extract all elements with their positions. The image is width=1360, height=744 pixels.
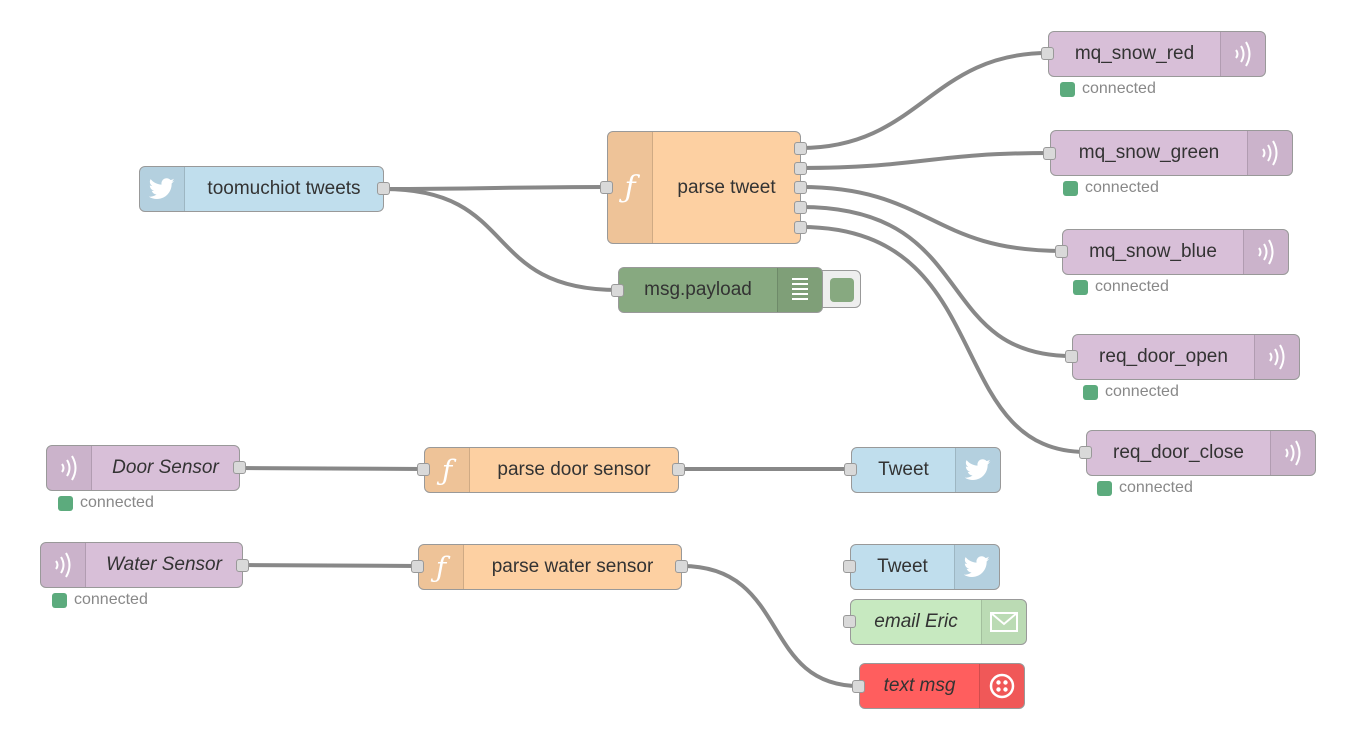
mqtt-wave-icon [1270,431,1315,475]
mqtt-wave-icon [47,446,92,490]
wire-parse-tweet-mq-snow-red[interactable] [799,51,1050,150]
status-dot-icon [1063,180,1078,196]
wire-toomuchiot-debug[interactable] [382,187,620,292]
output-port[interactable] [236,559,249,572]
node-label: mq_snow_green [1078,142,1220,163]
input-port[interactable] [843,560,856,573]
input-port[interactable] [1055,245,1068,258]
twitter-bird-icon [140,167,185,211]
wire-toomuchiot-parse-tweet[interactable] [382,185,608,191]
mqtt-wave-icon [41,543,86,587]
input-port[interactable] [1041,47,1054,60]
mqtt-wave-icon [1243,230,1288,274]
node-door-sensor[interactable]: Door Sensor [46,445,240,491]
envelope-icon [981,600,1026,644]
function-icon: ƒ [608,132,653,243]
function-icon: ƒ [419,545,464,589]
status-connected: connected [1060,80,1156,98]
wire-door-sensor-parse-door[interactable] [238,466,426,471]
node-email-eric[interactable]: email Eric [850,599,1027,645]
node-label: parse water sensor [491,556,654,577]
input-port[interactable] [843,615,856,628]
node-req-door-close[interactable]: req_door_close [1086,430,1316,476]
status-dot-icon [1060,81,1075,97]
mqtt-wave-icon [1254,335,1299,379]
node-req-door-open[interactable]: req_door_open [1072,334,1300,380]
mqtt-wave-icon [1247,131,1292,175]
status-dot-icon [52,592,67,608]
node-mq-snow-green[interactable]: mq_snow_green [1050,130,1293,176]
input-port[interactable] [852,680,865,693]
node-label: email Eric [874,611,958,632]
node-label: text msg [883,675,956,696]
node-label: mq_snow_blue [1089,241,1217,262]
function-icon: ƒ [425,448,470,492]
status-dot-icon [1097,480,1112,496]
input-port[interactable] [1065,350,1078,363]
output-port-5[interactable] [794,221,807,234]
node-label: msg.payload [644,279,752,300]
node-parse-door-sensor[interactable]: ƒ parse door sensor [424,447,679,493]
input-port[interactable] [411,560,424,573]
node-label: Water Sensor [106,554,222,575]
debug-list-icon [777,268,822,312]
node-label: mq_snow_red [1074,43,1195,64]
node-msg-payload[interactable]: msg.payload [618,267,823,313]
node-label: Tweet [878,459,929,480]
output-port-1[interactable] [794,142,807,155]
input-port[interactable] [600,181,613,194]
status-connected: connected [52,591,148,609]
output-port[interactable] [672,463,685,476]
wire-parse-water-text-msg[interactable] [680,564,861,688]
node-water-sensor[interactable]: Water Sensor [40,542,243,588]
node-label: toomuchiot tweets [207,178,361,199]
node-parse-water-sensor[interactable]: ƒ parse water sensor [418,544,682,590]
wire-parse-tweet-mq-snow-green[interactable] [799,151,1052,170]
input-port[interactable] [1043,147,1056,160]
output-port[interactable] [377,182,390,195]
output-port-3[interactable] [794,181,807,194]
wire-water-sensor-parse-water[interactable] [241,563,420,568]
node-label: req_door_close [1113,442,1244,463]
node-label: parse door sensor [497,459,651,480]
node-toomuchiot-tweets[interactable]: toomuchiot tweets [139,166,384,212]
node-mq-snow-blue[interactable]: mq_snow_blue [1062,229,1289,275]
output-port-2[interactable] [794,162,807,175]
node-label: Tweet [877,556,928,577]
input-port[interactable] [1079,446,1092,459]
status-connected: connected [1083,383,1179,401]
node-label: req_door_open [1099,346,1228,367]
node-tweet-2[interactable]: Tweet [850,544,1000,590]
status-connected: connected [1097,479,1193,497]
node-label: Door Sensor [112,457,219,478]
node-parse-tweet[interactable]: ƒ parse tweet [607,131,801,244]
node-mq-snow-red[interactable]: mq_snow_red [1048,31,1266,77]
twitter-bird-icon [954,545,999,589]
debug-toggle-button[interactable] [821,270,861,308]
node-tweet-1[interactable]: Tweet [851,447,1001,493]
input-port[interactable] [611,284,624,297]
wire-parse-tweet-req-door-open[interactable] [799,205,1074,358]
output-port[interactable] [233,461,246,474]
status-connected: connected [1073,278,1169,296]
wire-parse-tweet-req-door-close[interactable] [799,225,1088,454]
status-connected: connected [58,494,154,512]
output-port-4[interactable] [794,201,807,214]
input-port[interactable] [417,463,430,476]
wire-parse-tweet-mq-snow-blue[interactable] [799,185,1064,253]
mqtt-wave-icon [1220,32,1265,76]
node-text-msg[interactable]: text msg [859,663,1025,709]
twilio-icon [979,664,1024,708]
input-port[interactable] [844,463,857,476]
status-dot-icon [58,495,73,511]
output-port[interactable] [675,560,688,573]
status-connected: connected [1063,179,1159,197]
status-dot-icon [1083,384,1098,400]
twitter-bird-icon [955,448,1000,492]
node-label: parse tweet [677,176,776,198]
status-dot-icon [1073,279,1088,295]
